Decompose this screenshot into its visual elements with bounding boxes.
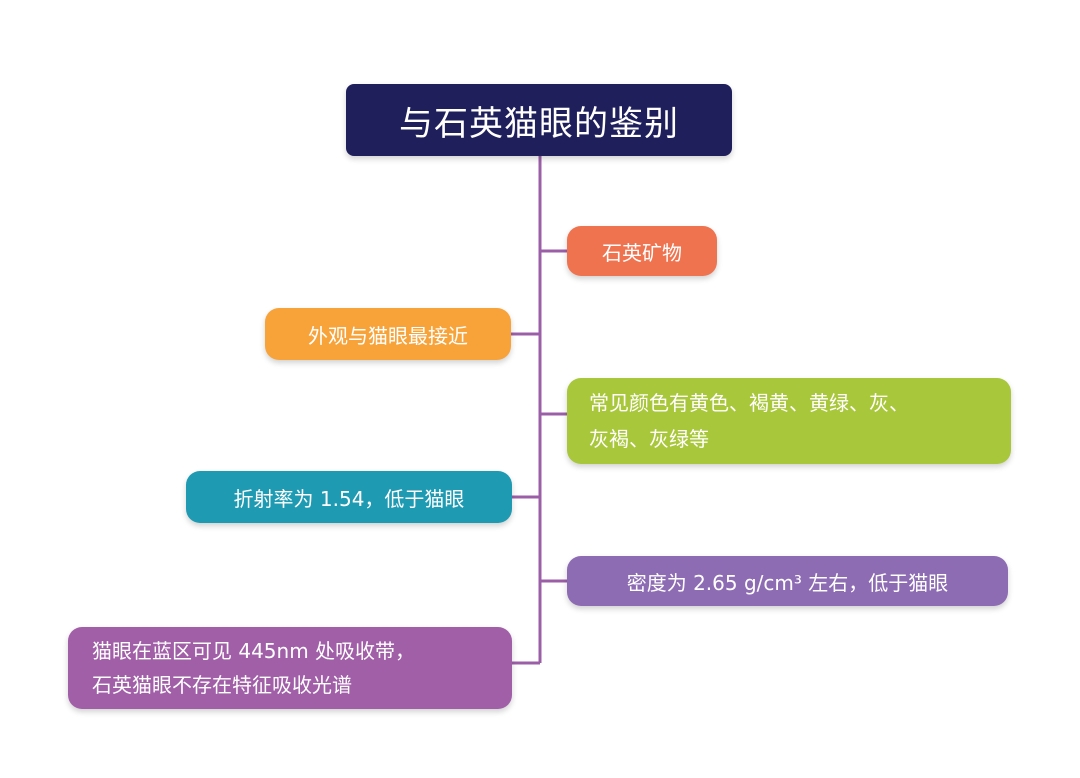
topic-quartz-mineral: 石英矿物 [567,226,717,276]
topic-absorption-spectrum: 猫眼在蓝区可见 445nm 处吸收带， 石英猫眼不存在特征吸收光谱 [68,627,512,709]
topic-refractive-index: 折射率为 1.54，低于猫眼 [186,471,512,523]
topic-common-colors: 常见颜色有黄色、褐黄、黄绿、灰、 灰褐、灰绿等 [567,378,1011,464]
topic-density: 密度为 2.65 g/cm³ 左右，低于猫眼 [567,556,1008,606]
root-topic: 与石英猫眼的鉴别 [346,84,732,156]
topic-appearance: 外观与猫眼最接近 [265,308,511,360]
topic-label: 常见颜色有黄色、褐黄、黄绿、灰、 灰褐、灰绿等 [589,391,909,451]
topic-label: 外观与猫眼最接近 [308,323,468,348]
topic-label: 密度为 2.65 g/cm³ 左右，低于猫眼 [626,570,949,595]
topic-label: 石英矿物 [602,240,682,265]
root-topic-label: 与石英猫眼的鉴别 [399,103,679,144]
topic-label: 折射率为 1.54，低于猫眼 [233,486,465,511]
topic-label: 猫眼在蓝区可见 445nm 处吸收带， 石英猫眼不存在特征吸收光谱 [92,639,416,697]
